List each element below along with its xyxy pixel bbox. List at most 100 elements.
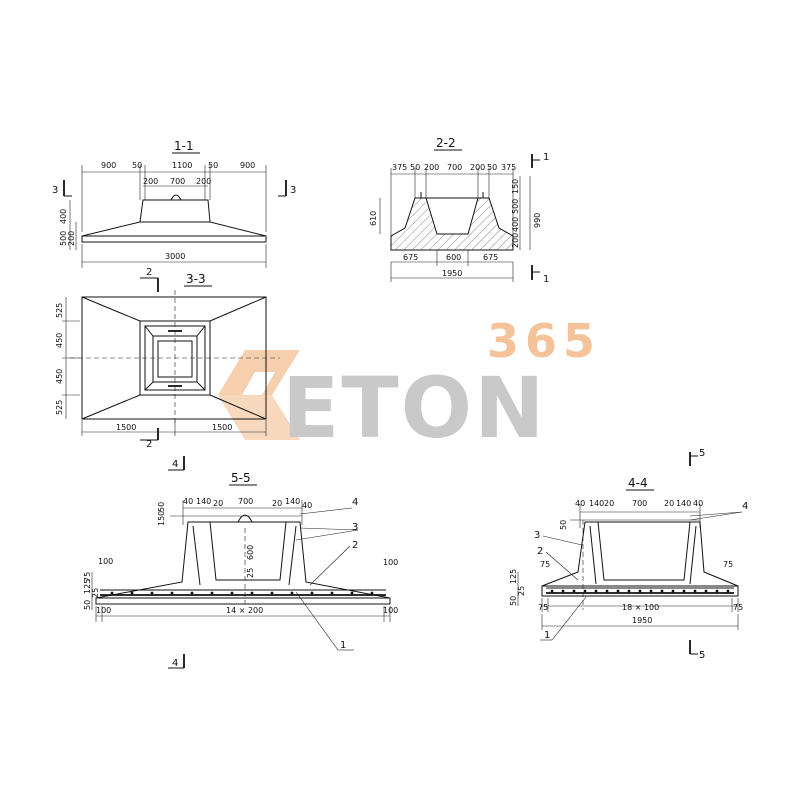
dim: 50 — [410, 163, 420, 172]
dim: 25 — [517, 586, 526, 596]
dim: 125 — [509, 569, 518, 584]
dim-overall: 1950 — [632, 616, 652, 625]
dim: 525 — [55, 303, 64, 318]
dim: 675 — [483, 253, 498, 262]
dim-rebar: 14 × 200 — [226, 606, 263, 615]
dim: 700 — [447, 163, 462, 172]
callout: 4 — [742, 501, 748, 512]
dim: 700 — [238, 497, 253, 506]
section-title: 1-1 — [174, 139, 194, 153]
dim: 200 — [143, 177, 158, 186]
dim: 40 — [183, 497, 193, 506]
dim: 200 — [67, 231, 76, 246]
dim: 375 — [392, 163, 407, 172]
rebar-dots — [550, 589, 730, 593]
rebar-dots — [110, 591, 374, 595]
cut-mark-top: 1 — [543, 152, 549, 163]
callout: 2 — [352, 540, 358, 551]
dim: 140 — [196, 497, 211, 506]
dim: 600 — [246, 545, 255, 560]
section-title: 3-3 — [186, 272, 206, 286]
dim: 600 — [446, 253, 461, 262]
cut-mark-top: 5 — [699, 448, 705, 459]
dim: 50 — [509, 596, 518, 606]
dim: 20 — [664, 499, 674, 508]
dim: 900 — [240, 161, 255, 170]
dim: 75 — [723, 560, 733, 569]
dim: 50 — [157, 502, 166, 512]
dim: 40 — [575, 499, 585, 508]
cut-mark-bottom: 5 — [699, 650, 705, 661]
watermark-word: ETON — [282, 359, 546, 457]
dim: 500 — [511, 199, 520, 214]
dim: 140 — [285, 497, 300, 506]
watermark-number: 365 — [487, 314, 601, 368]
dim: 200 — [511, 233, 520, 248]
section-3-3: 3-3 2 2 525 450 450 525 — [55, 267, 280, 450]
dim: 50 — [559, 520, 568, 530]
cut-mark-bottom: 2 — [146, 439, 152, 450]
dim: 675 — [403, 253, 418, 262]
dim: 900 — [101, 161, 116, 170]
section-title: 2-2 — [436, 136, 456, 150]
dim: 700 — [170, 177, 185, 186]
callout: 1 — [340, 640, 346, 651]
dim: 50 — [132, 161, 142, 170]
section-2-2: 2-2 1 1 375 50 200 700 200 50 375 — [369, 136, 549, 285]
cut-mark-top: 2 — [146, 267, 152, 278]
dim: 375 — [501, 163, 516, 172]
dim-overall: 1950 — [442, 269, 462, 278]
dim: 140 — [676, 499, 691, 508]
dim: 150 — [157, 511, 166, 526]
section-1-1: 1-1 3 3 900 50 1100 50 900 200 700 200 5… — [52, 139, 296, 268]
dim: 400 — [59, 209, 68, 224]
dim: 20 — [213, 499, 223, 508]
dim: 20 — [604, 499, 614, 508]
callout: 1 — [544, 630, 550, 641]
dim: 400 — [511, 217, 520, 232]
dim: 1500 — [116, 423, 136, 432]
dim: 150 — [511, 179, 520, 194]
dim: 25 — [246, 568, 255, 578]
section-5-5: 5-5 4 4 40 140 20 700 20 140 40 — [83, 456, 398, 669]
dim: 125 — [83, 579, 92, 594]
dim: 100 — [96, 606, 111, 615]
cut-mark-right: 3 — [290, 185, 296, 196]
dim: 75 — [733, 603, 743, 612]
dim: 140 — [589, 499, 604, 508]
dim: 25 — [91, 588, 100, 598]
dim: 75 — [83, 572, 92, 582]
dim: 500 — [59, 231, 68, 246]
callout: 4 — [352, 497, 358, 508]
dim: 200 — [424, 163, 439, 172]
cut-mark-left: 3 — [52, 185, 58, 196]
dim: 100 — [98, 557, 113, 566]
dim-overall: 3000 — [165, 252, 185, 261]
dim: 610 — [369, 211, 378, 226]
watermark: 365 ETON — [218, 314, 601, 457]
cut-mark-bottom: 4 — [172, 658, 178, 669]
dim: 20 — [272, 499, 282, 508]
section-title: 5-5 — [231, 471, 251, 485]
callout: 3 — [534, 530, 540, 541]
dim: 700 — [632, 499, 647, 508]
dim: 40 — [693, 499, 703, 508]
callout: 3 — [352, 522, 358, 533]
dim: 100 — [383, 606, 398, 615]
dim: 990 — [533, 213, 542, 228]
dim: 1500 — [212, 423, 232, 432]
dim: 1100 — [172, 161, 192, 170]
section-title: 4-4 — [628, 476, 648, 490]
dim: 100 — [383, 558, 398, 567]
dim: 450 — [55, 333, 64, 348]
dim: 75 — [538, 603, 548, 612]
cut-mark-top: 4 — [172, 459, 178, 470]
dim: 50 — [208, 161, 218, 170]
watermark-logo-icon — [218, 350, 300, 440]
cut-mark-bottom: 1 — [543, 274, 549, 285]
dim: 200 — [470, 163, 485, 172]
dim: 75 — [540, 560, 550, 569]
dim: 40 — [302, 501, 312, 510]
dim: 525 — [55, 400, 64, 415]
